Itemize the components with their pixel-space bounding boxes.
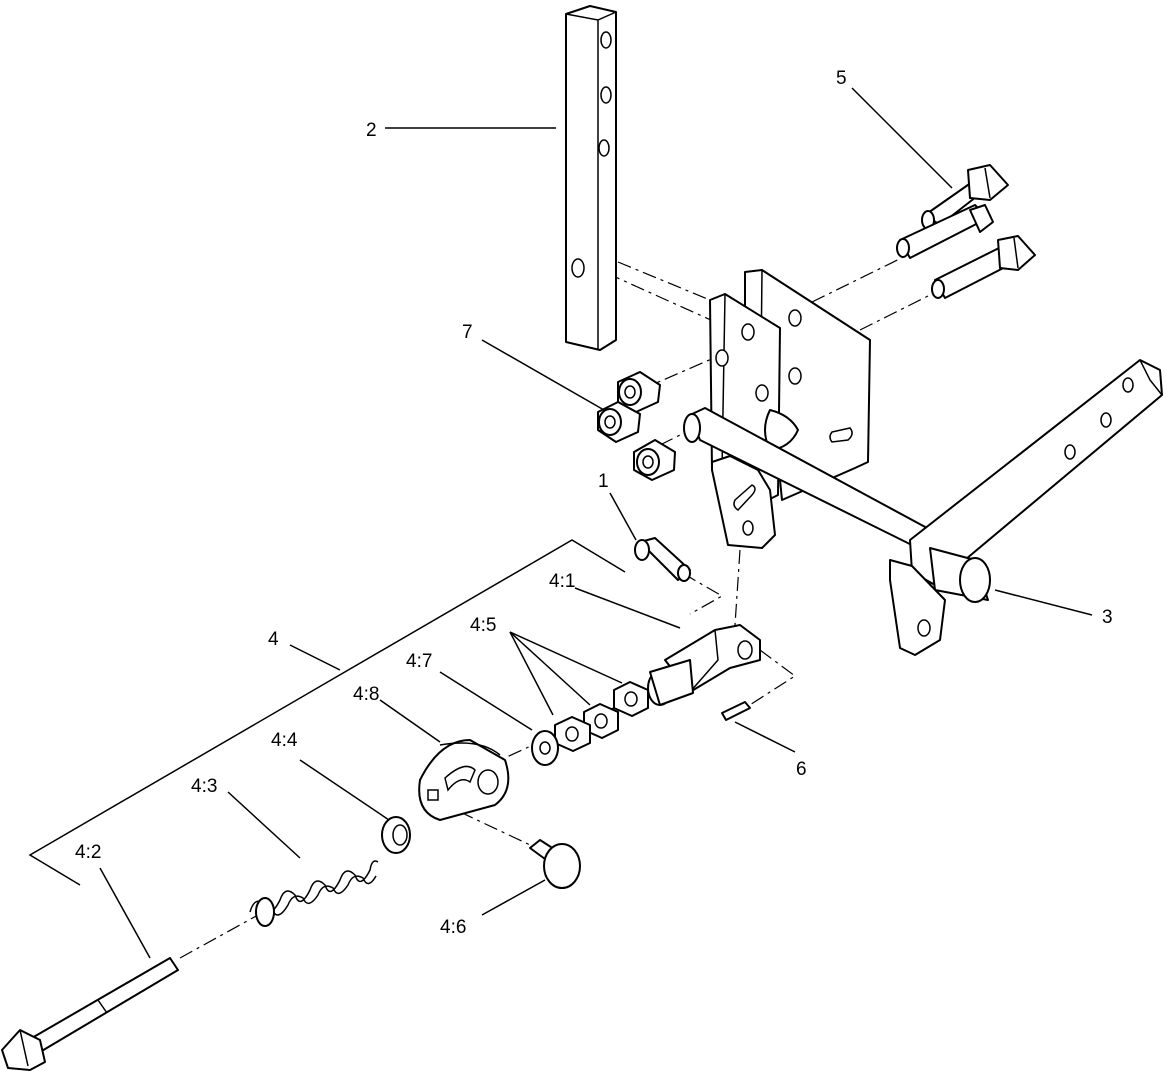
part-4-8-cam-plate xyxy=(418,739,510,821)
part-4-7-washer xyxy=(531,730,559,766)
callout-6: 6 xyxy=(796,759,807,780)
callout-4: 4 xyxy=(268,629,279,650)
part-5-bolts xyxy=(896,164,1036,299)
part-4-6-carriage-bolt xyxy=(529,839,581,889)
callout-4-4: 4:4 xyxy=(271,730,298,751)
part-7-lock-nuts xyxy=(597,371,676,481)
part-3-shaft-arm xyxy=(683,359,1163,656)
callout-4-3: 4:3 xyxy=(191,776,217,797)
callout-7: 7 xyxy=(462,322,473,343)
callout-1: 1 xyxy=(598,471,609,492)
latch-bracket xyxy=(711,455,776,549)
part-1-clevis-pin xyxy=(634,537,691,582)
callout-4-2: 4:2 xyxy=(75,842,101,863)
callout-4-8: 4:8 xyxy=(353,684,379,705)
callout-4-7: 4:7 xyxy=(406,651,432,672)
part-4-2-long-bolt xyxy=(1,957,179,1071)
part-2-square-bar xyxy=(565,5,617,351)
part-4-3-spring xyxy=(249,860,379,927)
callout-4-1: 4:1 xyxy=(549,571,575,592)
callout-5: 5 xyxy=(836,68,847,89)
callout-2: 2 xyxy=(366,120,377,141)
part-4-4-bushing xyxy=(381,816,411,854)
leader-lines xyxy=(99,87,1093,959)
callout-3: 3 xyxy=(1102,607,1113,628)
group-4-bracket xyxy=(28,539,626,886)
part-6-cotter-pin xyxy=(721,701,751,721)
callout-4-6: 4:6 xyxy=(440,917,466,938)
part-4-1-clevis xyxy=(647,624,761,706)
callout-labels: 2 5 7 1 4:1 3 4 4:5 4:7 4:8 4:4 4:3 4:2 … xyxy=(75,68,1113,938)
part-4-5-nuts xyxy=(554,681,649,752)
callout-4-5: 4:5 xyxy=(470,615,496,636)
